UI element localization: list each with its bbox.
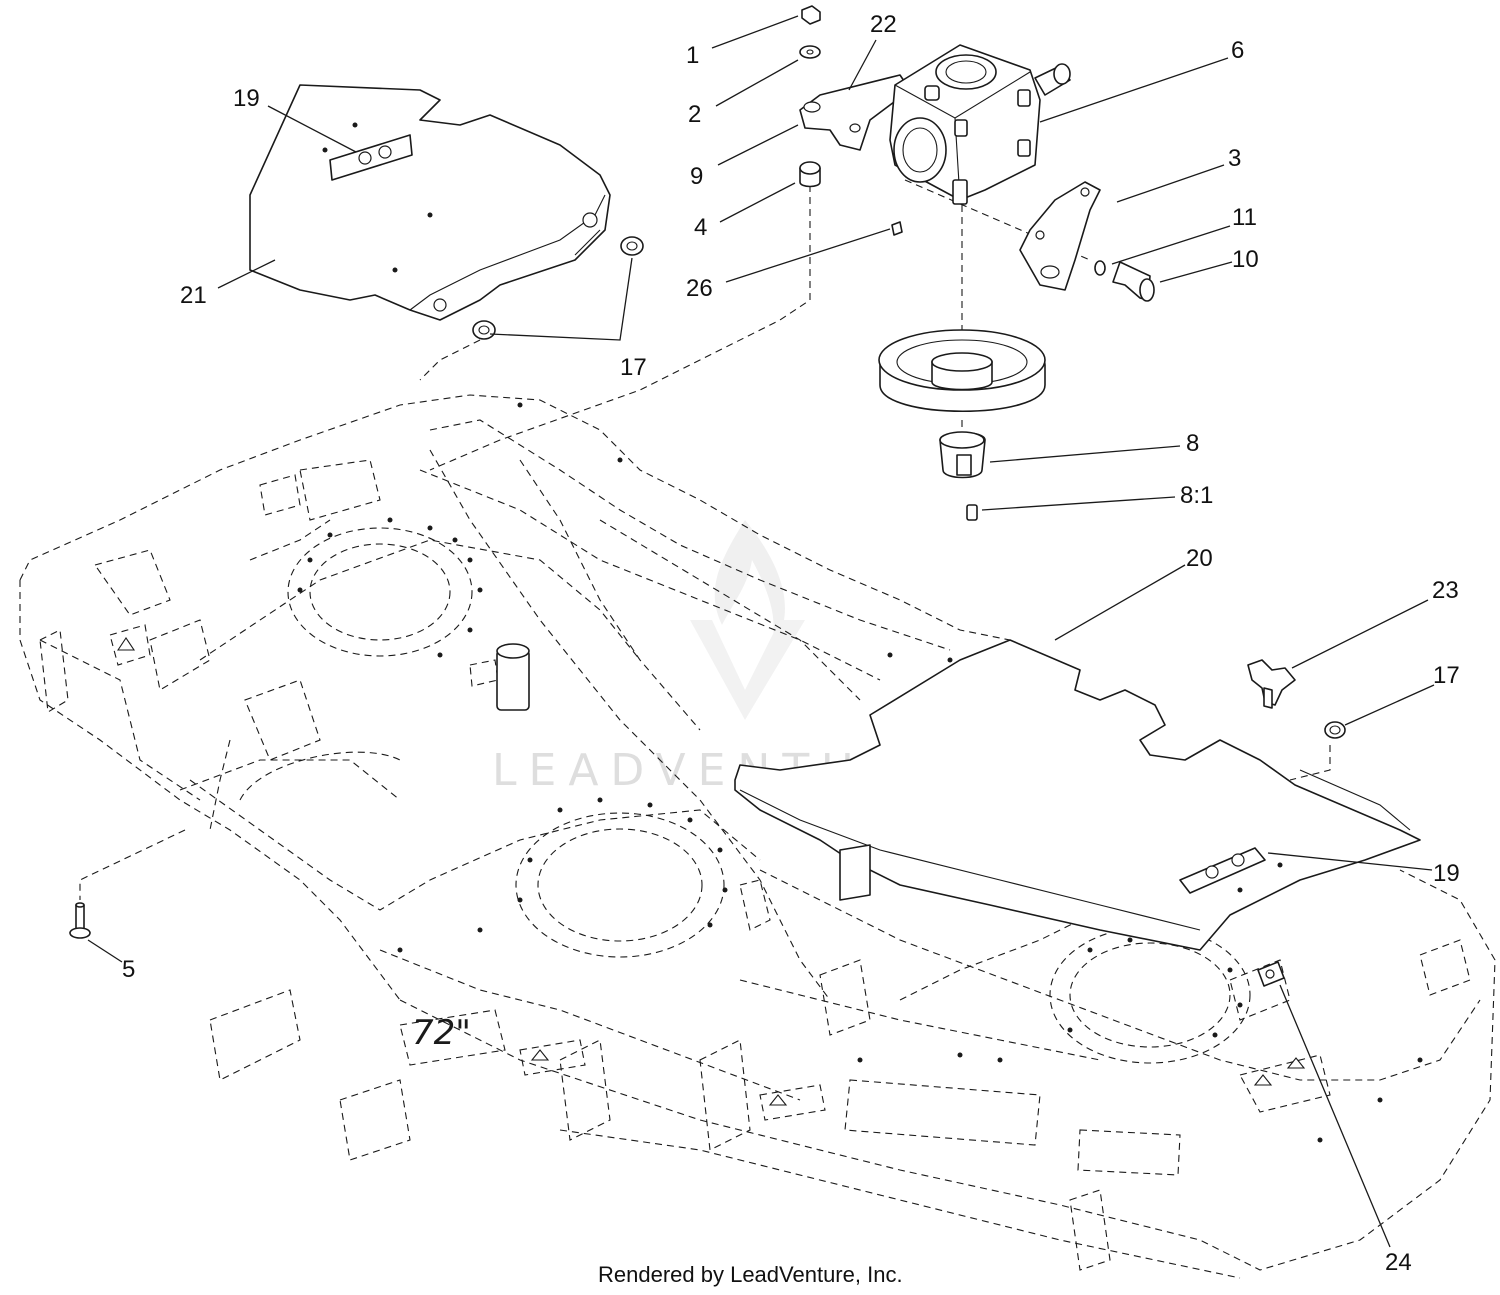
callout-23: 23 <box>1432 577 1459 604</box>
callout-26: 26 <box>686 275 713 302</box>
callout-19-upper: 19 <box>233 85 260 112</box>
belt-cover-right <box>734 639 1421 951</box>
render-credit: Rendered by LeadVenture, Inc. <box>598 1262 903 1287</box>
callout-1: 1 <box>686 42 699 69</box>
pulley-assembly <box>878 329 1046 521</box>
callout-labels: 1 2 3 4 5 6 8 8:1 9 10 11 17 17 19 19 20… <box>122 11 1460 1276</box>
callout-9: 9 <box>690 163 703 190</box>
belt-cover-left <box>249 84 611 321</box>
callout-4: 4 <box>694 214 707 241</box>
grommet <box>472 236 1346 739</box>
deck-holes <box>297 402 1423 1143</box>
callout-3: 3 <box>1228 145 1241 172</box>
assembly-axes <box>79 179 1331 900</box>
callout-17-left: 17 <box>620 354 647 381</box>
knob <box>1247 659 1296 709</box>
callout-2: 2 <box>688 101 701 128</box>
callout-22: 22 <box>870 11 897 38</box>
gearbox-assembly <box>799 5 1155 302</box>
leader-lines <box>87 15 1435 1248</box>
callout-24: 24 <box>1385 1249 1412 1276</box>
callout-8-1: 8:1 <box>1180 482 1213 509</box>
callout-8: 8 <box>1186 430 1199 457</box>
callout-20: 20 <box>1186 545 1213 572</box>
callout-6: 6 <box>1231 37 1244 64</box>
callout-10: 10 <box>1232 246 1259 273</box>
pin <box>69 902 91 939</box>
callout-11: 11 <box>1232 204 1257 231</box>
callout-17-right: 17 <box>1433 662 1460 689</box>
deck-clip <box>1257 961 1285 987</box>
callout-5: 5 <box>122 956 135 983</box>
callout-21: 21 <box>180 282 207 309</box>
watermark-logo <box>690 520 805 720</box>
callout-19-lower: 19 <box>1433 860 1460 887</box>
deck-size-decal: 72" <box>412 1013 471 1053</box>
